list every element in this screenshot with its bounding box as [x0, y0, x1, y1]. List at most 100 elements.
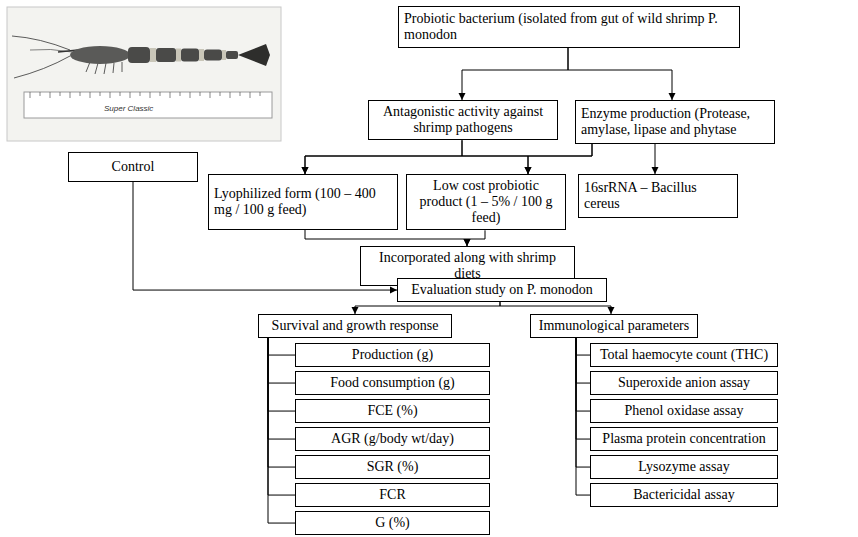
box-text: Production (g) — [301, 347, 484, 363]
process-box: Survival and growth response — [258, 314, 452, 338]
process-box: FCR — [295, 483, 490, 507]
connector-line — [568, 48, 672, 100]
arrowhead — [459, 93, 466, 100]
connector — [268, 338, 295, 383]
connector-line — [268, 338, 295, 411]
connector — [459, 48, 569, 100]
process-box: 16srRNA – Bacillus cereus — [578, 174, 738, 218]
connector-line — [500, 302, 611, 314]
arrowhead — [352, 307, 359, 314]
connector-line — [268, 338, 295, 383]
box-text: SGR (%) — [301, 459, 484, 475]
connector — [576, 338, 590, 383]
connector-line — [305, 230, 467, 246]
connector — [576, 338, 590, 467]
box-text: G (%) — [301, 515, 484, 531]
process-box: Probiotic bacterium (isolated from gut o… — [398, 6, 740, 48]
ruler-label: Super Classic — [104, 104, 153, 113]
process-box: Immunological parameters — [530, 314, 698, 338]
process-box: Control — [68, 152, 198, 182]
box-text: 16srRNA – Bacillus cereus — [584, 180, 732, 212]
process-box: Plasma protein concentration — [590, 427, 778, 451]
connector-line — [355, 302, 500, 314]
connector-line — [268, 338, 295, 495]
connector-line — [305, 140, 462, 174]
process-box: Enzyme production (Protease, amylase, li… — [575, 100, 775, 144]
arrowhead — [302, 167, 309, 174]
process-box: Lyophilized form (100 – 400 mg / 100 g f… — [208, 174, 398, 230]
process-box: Production (g) — [295, 343, 490, 367]
arrowhead — [464, 239, 471, 246]
arrowhead — [608, 307, 615, 314]
connector-line — [528, 144, 592, 174]
box-text: Total haemocyte count (THC) — [596, 347, 772, 363]
connector-line — [305, 144, 592, 174]
arrowhead — [464, 239, 471, 246]
box-text: Food consumption (g) — [301, 375, 484, 391]
connector — [500, 302, 615, 314]
box-text: Enzyme production (Protease, amylase, li… — [581, 106, 769, 138]
connector — [302, 140, 463, 174]
connector — [462, 140, 532, 174]
process-box: Bactericidal assay — [590, 483, 778, 507]
box-text: AGR (g/body wt/day) — [301, 431, 484, 447]
box-text: Immunological parameters — [536, 318, 692, 334]
connector — [576, 338, 590, 495]
process-box: SGR (%) — [295, 455, 490, 479]
box-text: Control — [74, 159, 192, 175]
box-text: Lysozyme assay — [596, 459, 772, 475]
process-box: AGR (g/body wt/day) — [295, 427, 490, 451]
box-text: FCE (%) — [301, 403, 484, 419]
process-box: Phenol oxidase assay — [590, 399, 778, 423]
box-text: Superoxide anion assay — [596, 375, 772, 391]
connector-line — [576, 338, 590, 411]
connector-line — [462, 140, 528, 174]
connector — [268, 338, 295, 495]
connector-line — [576, 338, 590, 467]
connector — [352, 302, 501, 314]
connector-line — [576, 338, 590, 439]
shrimp-body — [70, 44, 270, 66]
arrowhead — [669, 93, 676, 100]
connector-line — [576, 338, 590, 355]
connector — [133, 182, 397, 294]
box-text: FCR — [301, 487, 484, 503]
connector — [652, 144, 659, 174]
connector — [268, 338, 295, 467]
process-box: Superoxide anion assay — [590, 371, 778, 395]
connector-line — [268, 338, 295, 355]
connector-line — [467, 230, 485, 246]
connector — [568, 48, 676, 100]
connector — [576, 338, 590, 439]
connector — [268, 338, 295, 439]
ruler — [24, 92, 272, 118]
process-box: Low cost probiotic product (1 – 5% / 100… — [406, 174, 566, 230]
connector — [576, 338, 590, 411]
connector-line — [576, 338, 590, 495]
box-text: Low cost probiotic product (1 – 5% / 100… — [412, 178, 560, 226]
box-text: Survival and growth response — [264, 318, 446, 334]
photo-card — [7, 7, 281, 141]
connector-line — [268, 338, 295, 523]
process-box: Antagonistic activity against shrimp pat… — [368, 100, 558, 140]
connector-line — [268, 338, 295, 439]
box-text: Antagonistic activity against shrimp pat… — [374, 104, 552, 136]
arrowhead — [302, 167, 309, 174]
box-text: Evaluation study on P. monodon — [403, 282, 601, 298]
connector-line — [133, 182, 397, 290]
connector-line — [268, 338, 295, 467]
process-box: Total haemocyte count (THC) — [590, 343, 778, 367]
arrowhead — [525, 167, 532, 174]
connector — [576, 338, 590, 355]
box-text: Plasma protein concentration — [596, 431, 772, 447]
process-box: Evaluation study on P. monodon — [397, 278, 607, 302]
connector — [464, 230, 486, 246]
box-text: Bactericidal assay — [596, 487, 772, 503]
arrowhead — [525, 167, 532, 174]
connector-line — [576, 338, 590, 383]
connector — [525, 144, 593, 174]
connector — [305, 230, 471, 246]
process-box: FCE (%) — [295, 399, 490, 423]
connector — [302, 144, 593, 174]
